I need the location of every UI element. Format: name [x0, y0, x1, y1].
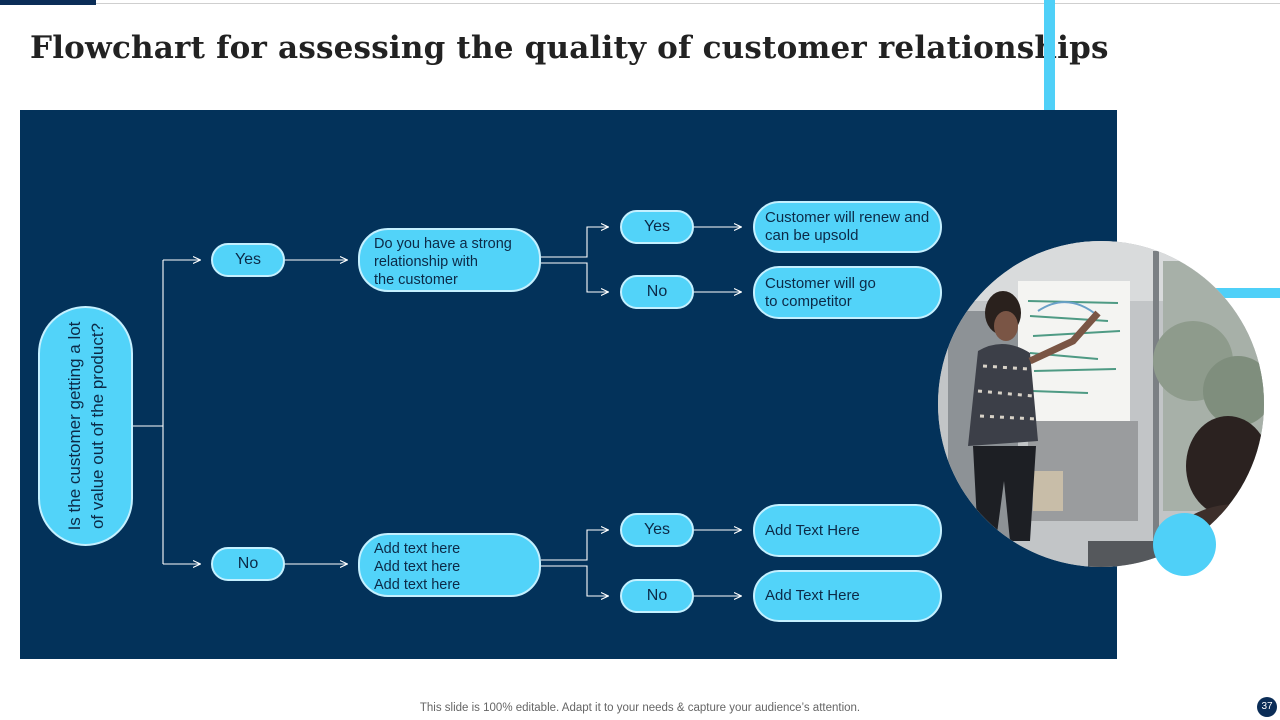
result-3-line-1: Add Text Here	[765, 521, 860, 539]
question-node-1: Do you have a strong relationship with t…	[358, 228, 541, 292]
result-2-line-1: Customer will go	[765, 274, 876, 292]
root-question-node	[38, 306, 133, 546]
result-node-3: Add Text Here	[753, 504, 942, 557]
arrow-q2-no	[541, 565, 608, 596]
page-number: 37	[1257, 697, 1277, 717]
accent-circle	[1153, 513, 1216, 576]
result-4-line-1: Add Text Here	[765, 587, 860, 604]
question-2-line-1: Add text here	[374, 541, 461, 557]
question-1-line-2: relationship with	[374, 254, 478, 270]
outcome-no-node-2: No	[620, 579, 694, 613]
top-divider-line	[0, 3, 1280, 4]
arrow-q2-yes	[541, 530, 608, 561]
slide-title: Flowchart for assessing the quality of c…	[30, 30, 1109, 66]
arrow-q1-yes	[541, 227, 608, 258]
result-node-4: Add Text Here	[753, 570, 942, 622]
question-node-2: Add text here Add text here Add text her…	[358, 533, 541, 597]
branch-no-node: No	[211, 547, 285, 581]
outcome-no-node-1: No	[620, 275, 694, 309]
question-1-line-3: the customer	[374, 272, 458, 288]
team-meeting-photo	[938, 241, 1264, 567]
question-2-line-3: Add text here	[374, 577, 461, 593]
result-node-1: Customer will renew and can be upsold	[753, 201, 942, 253]
result-1-line-1: Customer will renew and	[765, 209, 930, 226]
result-2-line-2: to competitor	[765, 292, 852, 310]
result-node-2: Customer will go to competitor	[753, 266, 942, 319]
outcome-yes-node-1: Yes	[620, 210, 694, 244]
footer-note: This slide is 100% editable. Adapt it to…	[419, 702, 861, 714]
result-1-line-2: can be upsold	[765, 227, 859, 244]
photo-illustration	[938, 241, 1264, 567]
accent-horizontal-bar	[1215, 288, 1280, 298]
arrow-q1-no	[541, 262, 608, 292]
root-question-text: Is the customer getting a lot of value o…	[65, 321, 107, 531]
top-accent-bar	[0, 0, 96, 5]
flowchart-panel	[20, 110, 1117, 659]
branch-yes-node: Yes	[211, 243, 285, 277]
question-1-line-1: Do you have a strong	[374, 236, 512, 252]
outcome-yes-node-2: Yes	[620, 513, 694, 547]
question-2-line-2: Add text here	[374, 559, 461, 575]
